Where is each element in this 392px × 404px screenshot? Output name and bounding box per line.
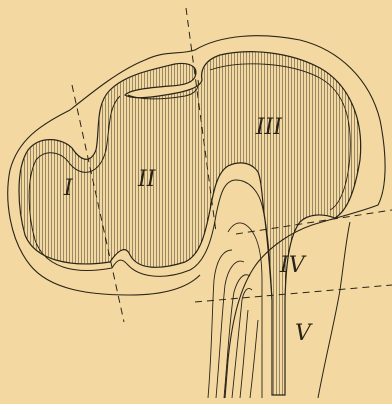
region-label-I: I (63, 176, 74, 201)
region-label-III: III (255, 115, 283, 140)
right-outer-line (318, 222, 350, 398)
region-label-V: V (295, 321, 313, 346)
region-label-II: II (137, 167, 157, 192)
ventral-stalk-lines (208, 223, 262, 398)
region-label-IV: IV (279, 253, 307, 278)
